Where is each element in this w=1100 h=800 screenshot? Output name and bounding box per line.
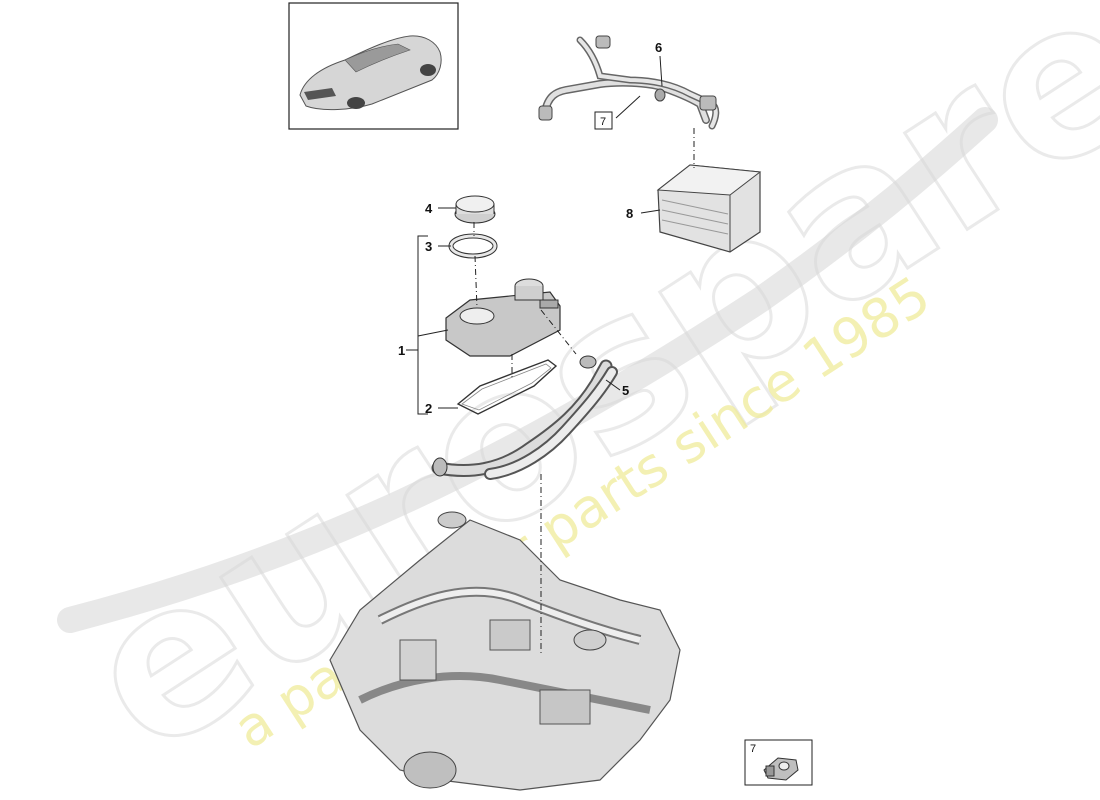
clip-icon [763, 757, 799, 781]
callout-8: 8 [626, 206, 633, 221]
callouts: 1 2 3 4 5 6 7 8 [398, 40, 662, 416]
seal-ring [448, 233, 498, 259]
car-icon [299, 35, 442, 111]
callout-1: 1 [398, 343, 405, 358]
callout-3: 3 [425, 239, 432, 254]
callout-6: 6 [655, 40, 662, 55]
hose-assembly [538, 35, 720, 130]
detail-inset: 7 [744, 739, 813, 786]
callout-2: 2 [425, 401, 432, 416]
leader-lines [406, 55, 695, 656]
vehicle-thumbnail [288, 2, 459, 130]
gasket [456, 359, 558, 415]
detail-inset-label: 7 [750, 743, 756, 755]
callout-7: 7 [600, 116, 606, 128]
callout-7-box: 7 [594, 111, 613, 130]
callout-4: 4 [425, 201, 433, 216]
filler-cap [454, 195, 496, 224]
callout-5: 5 [622, 383, 629, 398]
filter-housing [445, 278, 561, 357]
oil-cooler [656, 164, 762, 253]
coolant-pipe [431, 355, 618, 480]
engine-block [329, 511, 681, 791]
watermark-swoosh [57, 107, 998, 633]
